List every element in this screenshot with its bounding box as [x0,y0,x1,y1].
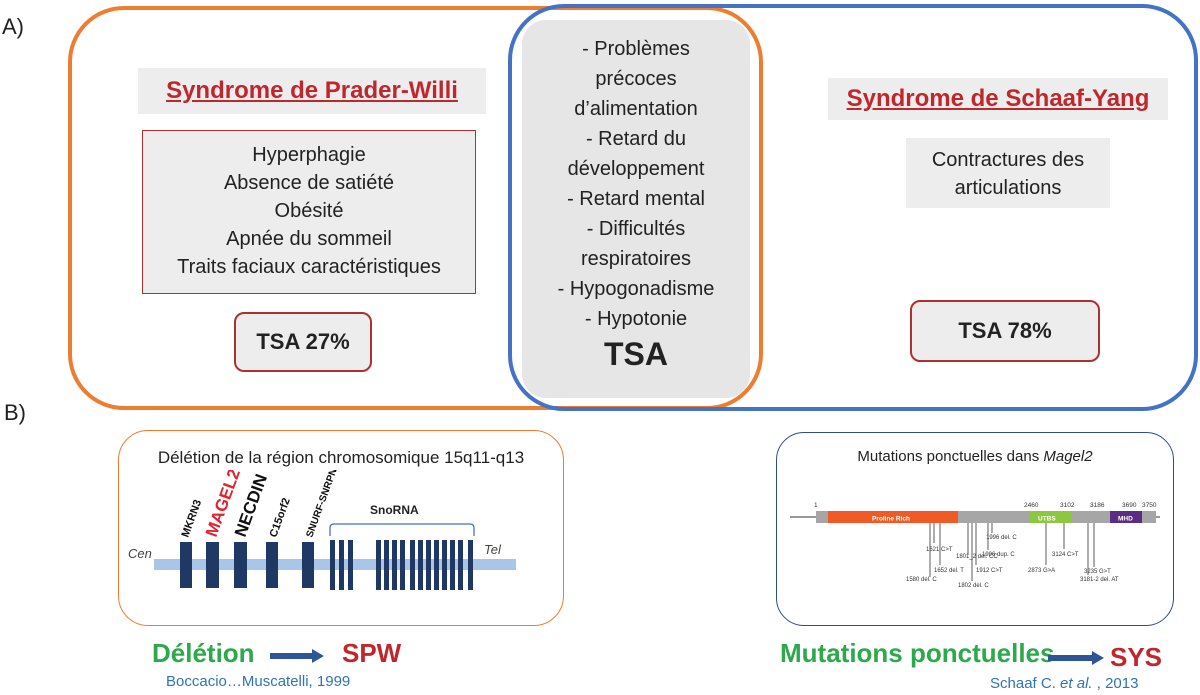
mutation-label: 3124 C>T [1052,552,1079,558]
citation-prefix: Schaaf C. [990,675,1061,692]
pws-symptom: Hyperphagie [252,144,366,166]
sys-symptom: Contractures des [931,149,1085,171]
position-label: 2460 [1024,502,1039,509]
sys-tsa-box: TSA 78% [910,300,1100,362]
mutation-label: 1802 del. C [958,583,989,589]
domain-label-mhd: MHD [1118,516,1133,523]
common-features: - Problèmes précoces d’alimentation - Re… [522,20,750,398]
mutation-label: 1580 del. C [906,577,937,583]
mutation-label: 1621 C>T [926,547,953,553]
domain-label-utbs: UTBS [1038,516,1056,523]
pws-symptom: Absence de satiété [223,172,395,194]
citation-etal: et al. [1060,675,1093,692]
sys-tsa: TSA 78% [958,318,1052,343]
mutation-label: 3235 G>T [1084,569,1111,575]
common-line: - Retard mental [567,188,705,210]
gene-block-magel2 [206,542,219,588]
pws-symptom: Traits faciaux caractéristiques [177,256,441,278]
gene-block-snurf [302,542,314,588]
chromosome-diagram: Cen Tel SnoRNA MKRN3 MAGEL2 NECDIN C15or… [128,470,516,590]
snorna-cluster [330,540,473,590]
sys-title-box: Syndrome de Schaaf-Yang [828,78,1168,120]
position-label: 3690 [1122,502,1137,509]
position-label: 3186 [1090,502,1105,509]
sys-outline [508,4,1198,411]
mutations-arrow-icon [1048,651,1104,665]
common-line: - Hypotonie [584,308,688,330]
pws-symptoms: Hyperphagie Absence de satiété Obésité A… [142,130,476,294]
snorna-label: SnoRNA [370,503,419,517]
common-tsa: TSA [604,336,668,372]
mutations-box [776,432,1174,626]
common-line: - Hypogonadisme [557,278,715,300]
gene-label-mkrn3: MKRN3 [180,498,205,539]
mutation-label: 2873 G>A [1028,568,1055,574]
common-line: précoces [595,68,677,90]
gene-block-necdin [234,542,247,588]
gene-label-snurf-snrpn: SNURF-SNRPN [304,470,339,539]
deletion-arrow-icon [270,649,324,663]
pws-outline [68,6,763,410]
gene-label-c15orf2: C15orf2 [268,496,293,539]
position-label: 3102 [1060,502,1075,509]
mutations-citation: Schaaf C. et al. , 2013 [990,675,1138,692]
gene-block-c15orf2 [266,542,278,588]
domain-label-proline: Proline Rich [872,516,910,523]
tel-label: Tel [484,542,502,557]
deletion-citation: Boccacio…Muscatelli, 1999 [166,673,351,690]
pws-symptom: Obésité [274,200,344,222]
pws-title: Syndrome de Prader-Willi [166,77,458,104]
mutations-title: Mutations ponctuelles dans Magel2 [776,448,1174,465]
deletion-label: Délétion [152,638,255,668]
mutation-label: 3181-2 del. AT [1080,577,1119,583]
deletion-box [118,430,564,626]
sys-symptoms: Contractures des articulations [906,138,1110,208]
deletion-title: Délétion de la région chromosomique 15q1… [157,448,525,467]
common-line: - Difficultés [586,218,686,240]
common-line: - Problèmes [582,38,690,60]
mutation-label: 1996 del. C [986,535,1017,541]
mutation-label: 1912 C>T [976,568,1003,574]
domain-mhd [1110,511,1142,523]
snorna-bracket [329,523,475,536]
panel-a-label: A) [2,14,24,39]
position-label: 3750 [1142,502,1157,509]
pws-tsa-box: TSA 27% [234,312,372,372]
domain-utbs [1029,511,1071,523]
common-line: développement [567,158,705,180]
pws-title-box: Syndrome de Prader-Willi [138,68,486,114]
cen-label: Cen [128,546,152,561]
spw-label: SPW [342,638,402,668]
citation-suffix: , 2013 [1092,675,1139,692]
mutation-ticks [929,523,1095,581]
sys-symptom: articulations [954,177,1062,199]
sys-title: Syndrome de Schaaf-Yang [846,85,1150,112]
common-line: d’alimentation [574,98,698,120]
common-line: - Retard du [585,128,687,150]
sys-short-label: SYS [1110,642,1163,672]
mutation-label: 1996 dup. C [982,552,1015,558]
mutation-label: 1652 del. T [934,568,964,574]
gene-block-mkrn3 [180,542,192,588]
mutations-title-gene: Magel2 [1043,448,1093,465]
pws-symptom: Apnée du sommeil [226,228,392,250]
magel2-protein-diagram: Proline Rich UTBS MHD 1 2460 3102 3186 3… [790,502,1160,589]
position-label: 1 [814,502,818,509]
mutations-title-prefix: Mutations ponctuelles dans [857,448,1044,465]
pws-tsa: TSA 27% [256,329,350,354]
mutations-label: Mutations ponctuelles [780,638,1055,668]
panel-b-label: B) [4,400,26,425]
domain-proline-rich [828,511,958,523]
common-line: respiratoires [580,248,692,270]
mutation-label: 1801_2 del. CC [956,554,998,560]
